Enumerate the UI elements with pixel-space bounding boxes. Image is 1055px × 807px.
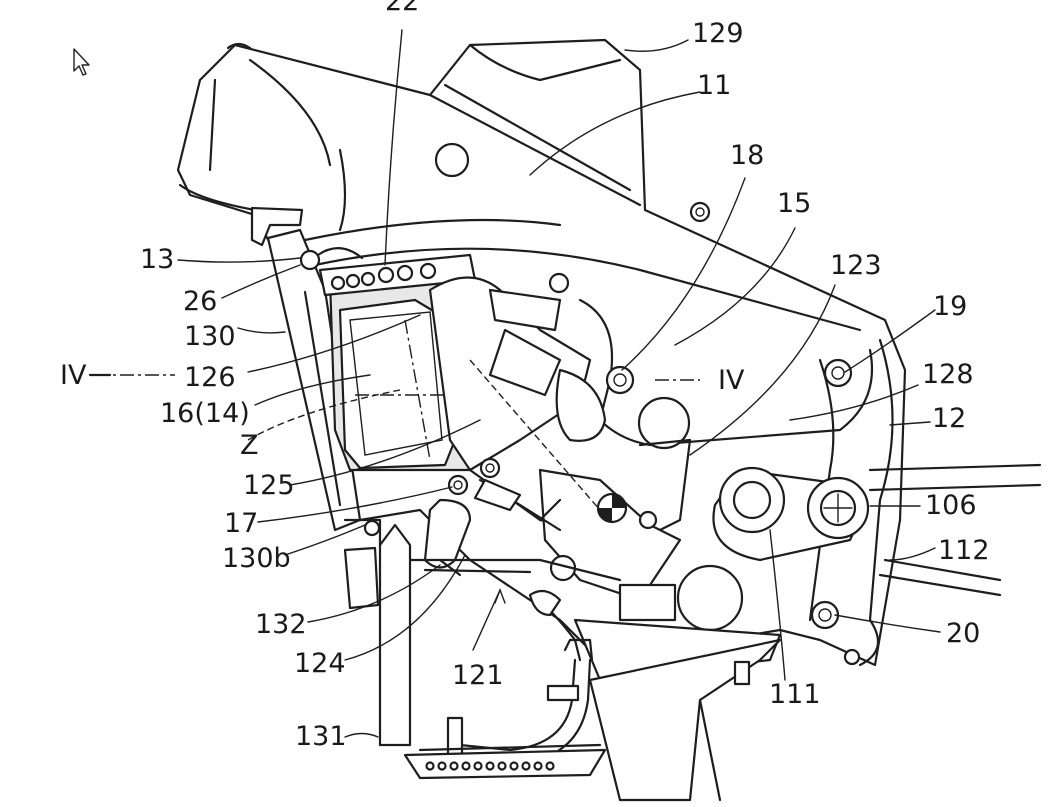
label-26: 26 — [183, 288, 217, 315]
label-129: 129 — [692, 20, 744, 47]
label-19: 19 — [933, 293, 967, 320]
label-12: 12 — [932, 405, 966, 432]
frame-hole — [550, 274, 568, 292]
label-18: 18 — [730, 142, 764, 169]
label-iv-mid: IV — [718, 367, 744, 394]
label-126: 126 — [184, 364, 236, 391]
bolt-boss — [691, 203, 709, 221]
label-131: 131 — [295, 723, 347, 750]
label-123: 123 — [830, 252, 882, 279]
label-124: 124 — [294, 650, 346, 677]
label-132: 132 — [255, 611, 307, 638]
label-15: 15 — [777, 190, 811, 217]
label-125: 125 — [243, 472, 295, 499]
label-22: 22 — [385, 0, 419, 15]
label-121: 121 — [452, 662, 504, 689]
label-130b: 130b — [222, 545, 291, 572]
label-128: 128 — [922, 361, 974, 388]
frame-hole — [436, 144, 468, 176]
label-20: 20 — [946, 620, 980, 647]
label-16-14: 16(14) — [160, 400, 250, 427]
label-112: 112 — [938, 537, 990, 564]
label-11: 11 — [697, 72, 731, 99]
label-13: 13 — [140, 246, 174, 273]
mouse-pointer-icon — [73, 48, 95, 78]
label-17: 17 — [224, 510, 258, 537]
label-z: Z — [240, 432, 259, 459]
label-106: 106 — [925, 492, 977, 519]
label-iv-left: IV — [60, 362, 86, 389]
label-130: 130 — [184, 323, 236, 350]
label-111: 111 — [769, 681, 821, 708]
